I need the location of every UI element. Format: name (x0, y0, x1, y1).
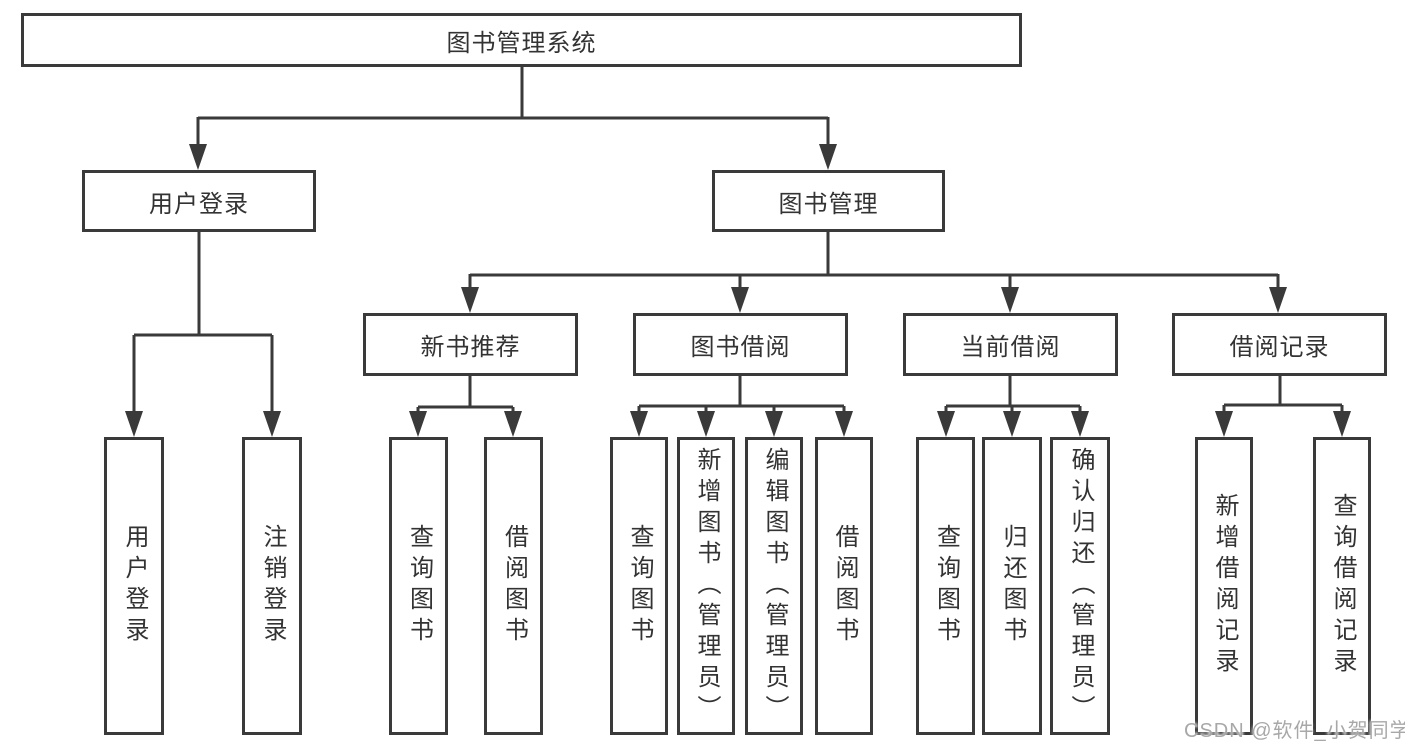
node-new-book-recommend: 新书推荐 (363, 313, 578, 376)
node-book-management: 图书管理 (712, 170, 945, 232)
node-label: 查询图书 (405, 524, 433, 648)
leaf-current-query-book: 查询图书 (916, 437, 975, 735)
node-system-root: 图书管理系统 (21, 13, 1022, 67)
node-label: 用户登录 (149, 190, 249, 218)
leaf-edit-book-admin: 编辑图书（管理员） (745, 437, 803, 735)
leaf-query-borrow-record: 查询借阅记录 (1313, 437, 1371, 735)
node-label: 用户登录 (121, 524, 148, 648)
node-label: 新书推荐 (420, 334, 521, 361)
leaf-logout: 注销登录 (242, 437, 302, 735)
node-label: 图书借阅 (690, 334, 791, 361)
csdn-watermark: CSDN @软件_小贺同学 (1184, 720, 1405, 742)
leaf-add-borrow-record: 新增借阅记录 (1195, 437, 1253, 735)
leaf-add-book-admin: 新增图书（管理员） (677, 437, 735, 735)
node-label: 借阅记录 (1229, 334, 1330, 361)
node-user-login: 用户登录 (82, 170, 316, 232)
leaf-return-book: 归还图书 (982, 437, 1042, 735)
node-book-borrowing: 图书借阅 (633, 313, 848, 376)
node-label: 当前借阅 (960, 334, 1061, 361)
node-label: 注销登录 (259, 524, 286, 648)
node-label: 归还图书 (999, 524, 1026, 648)
node-label: 查询借阅记录 (1329, 493, 1356, 679)
node-label: 查询图书 (932, 524, 960, 648)
node-label: 图书管理系统 (446, 29, 597, 57)
leaf-borrowing-borrow-book: 借阅图书 (815, 437, 873, 735)
leaf-newbook-query-book: 查询图书 (389, 437, 448, 735)
node-label: 新增图书（管理员） (693, 446, 720, 726)
node-label: 借阅图书 (831, 524, 858, 648)
node-label: 编辑图书（管理员） (761, 446, 788, 726)
leaf-newbook-borrow-book: 借阅图书 (484, 437, 543, 735)
node-label: 新增借阅记录 (1211, 493, 1238, 679)
leaf-borrowing-query-book: 查询图书 (610, 437, 668, 735)
node-borrowing-records: 借阅记录 (1172, 313, 1387, 376)
node-label: 查询图书 (626, 524, 653, 648)
leaf-user-login: 用户登录 (104, 437, 164, 735)
node-current-borrowing: 当前借阅 (903, 313, 1118, 376)
node-label: 图书管理 (778, 190, 879, 218)
leaf-confirm-return-admin: 确认归还（管理员） (1050, 437, 1110, 735)
node-label: 确认归还（管理员） (1067, 446, 1094, 726)
node-label: 借阅图书 (500, 524, 528, 648)
